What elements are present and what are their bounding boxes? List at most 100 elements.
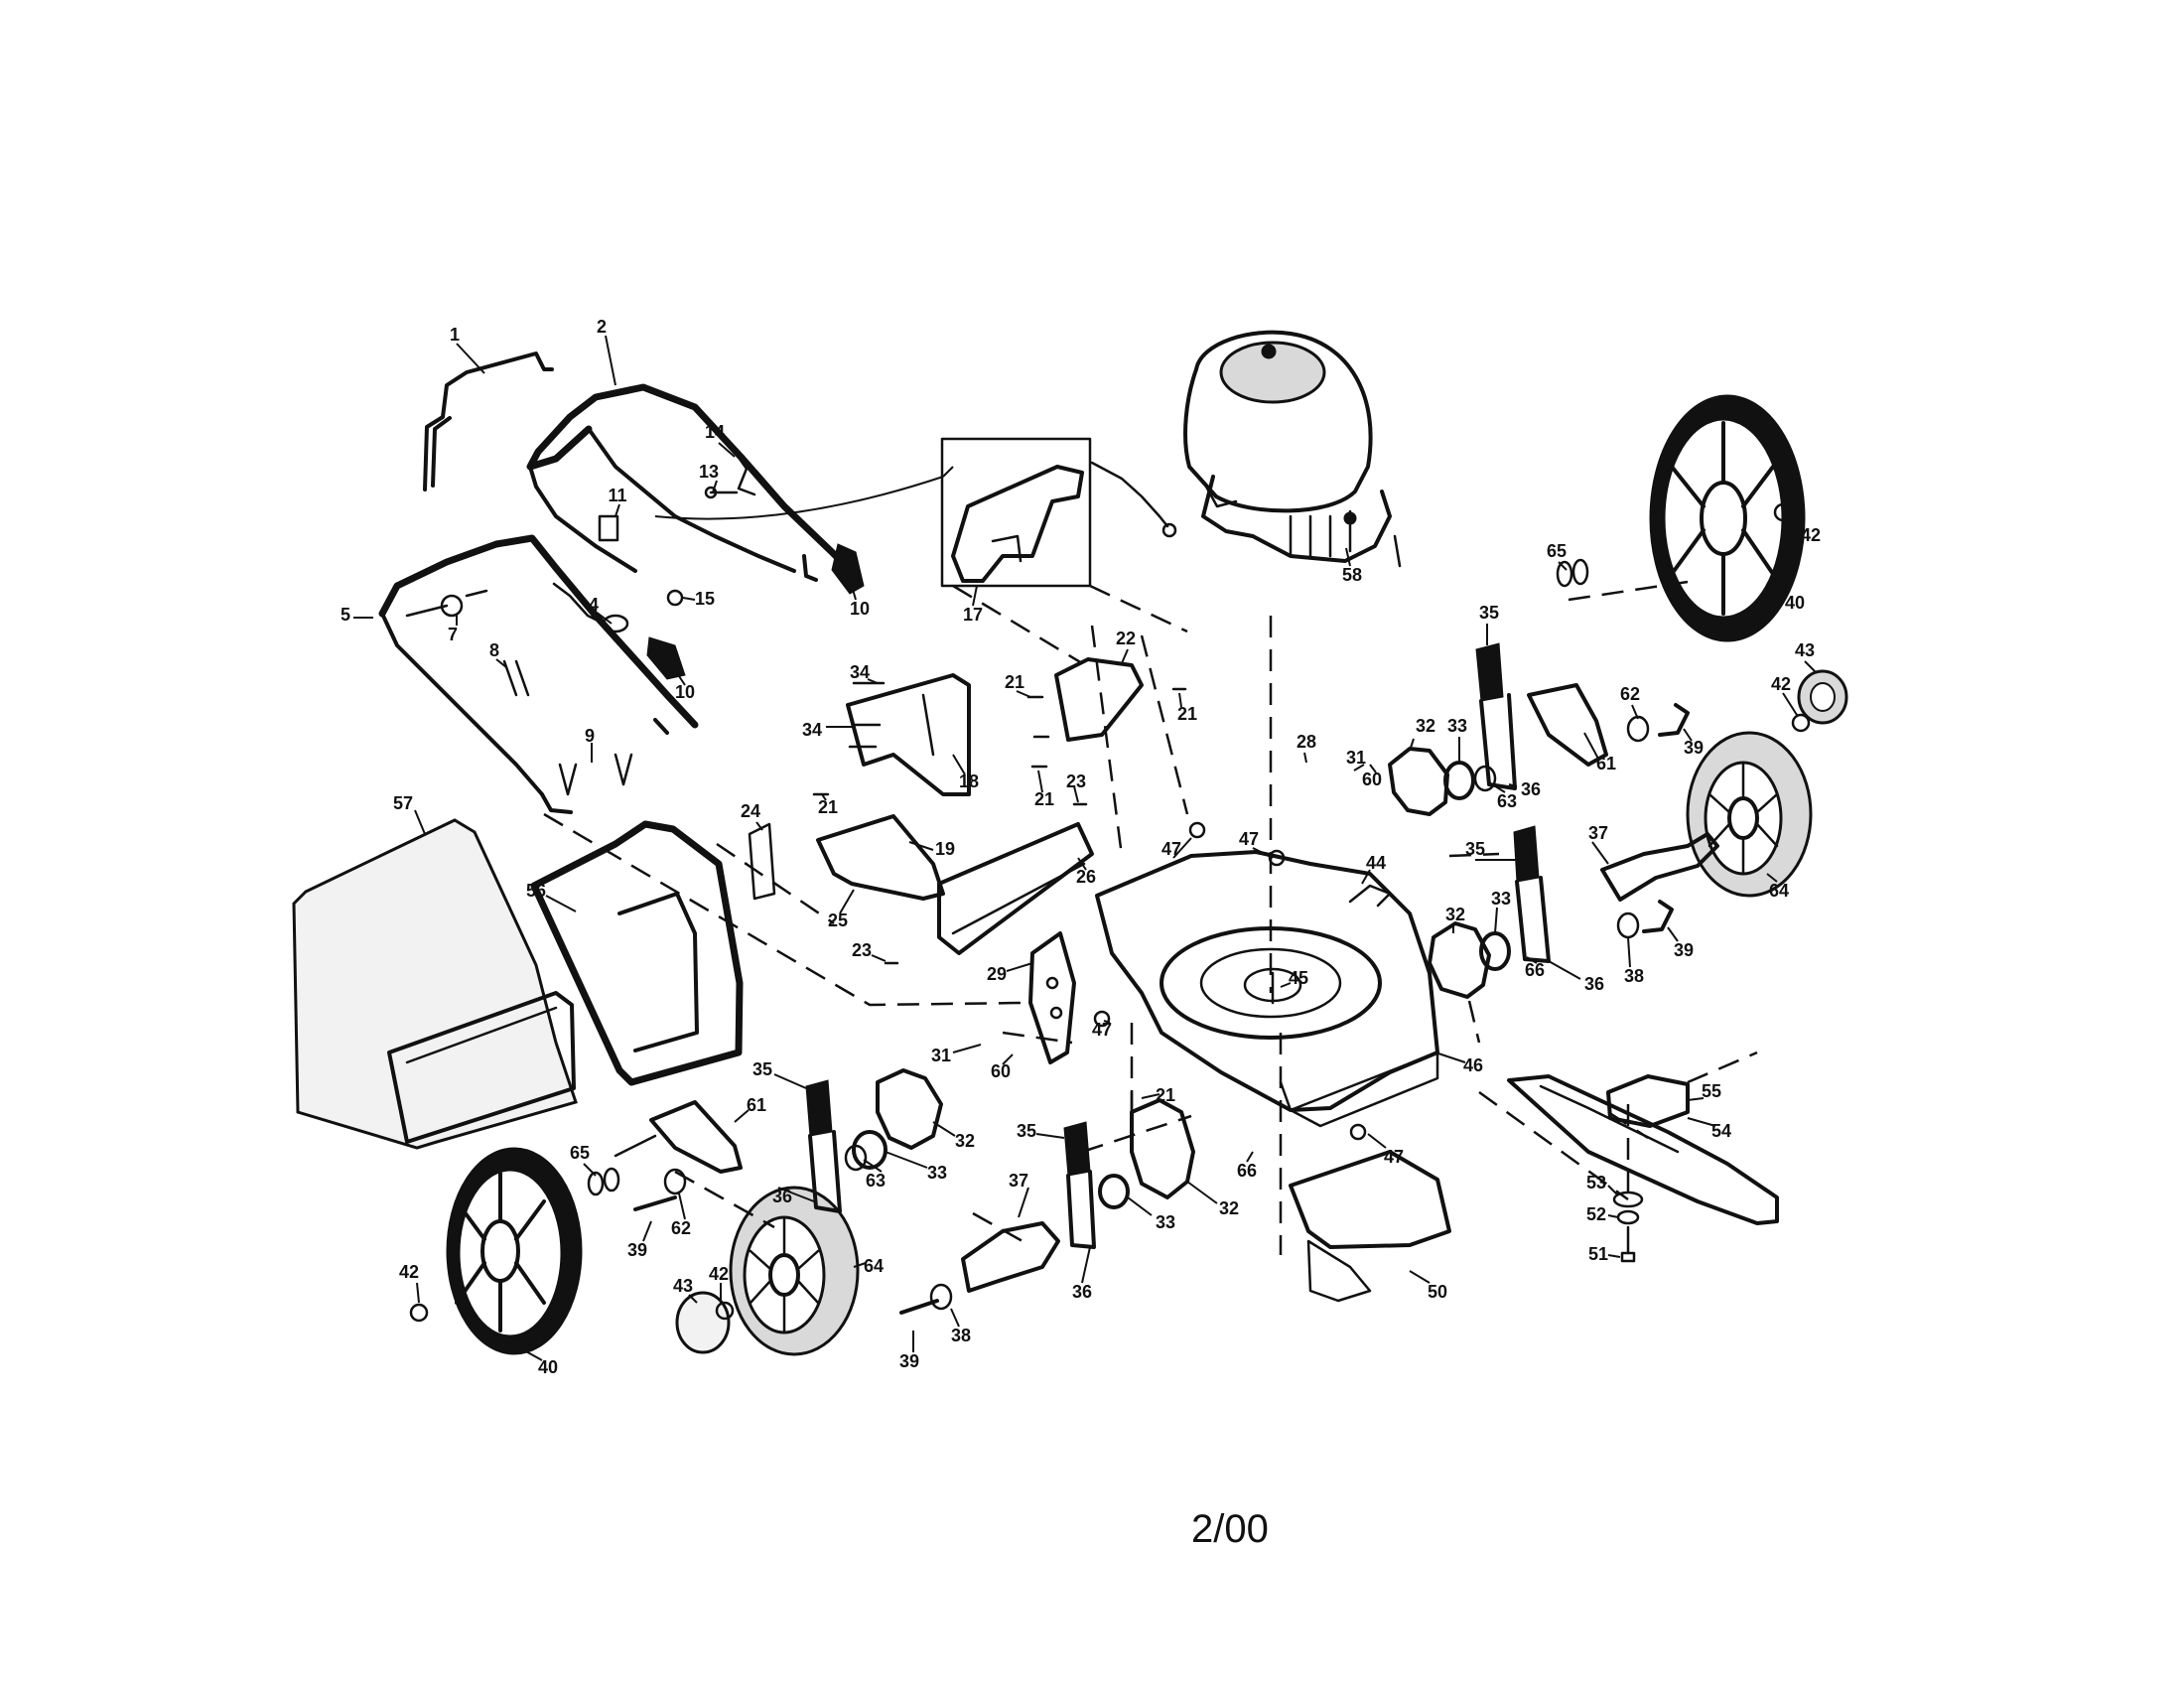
callout-23-a: 23	[1066, 772, 1086, 791]
blade-adapter-part-55	[1606, 1074, 1690, 1128]
callout-64-a: 64	[1769, 881, 1789, 901]
callout-60-b: 60	[991, 1061, 1011, 1081]
control-panel-box	[940, 437, 1092, 588]
bracket-part-11	[598, 514, 619, 542]
height-lever-rear-right	[1475, 642, 1517, 790]
handle-knob-part-10b	[646, 636, 686, 680]
callout-36-b: 36	[1584, 974, 1604, 994]
spacer-part-33-set	[852, 761, 1511, 1209]
gear-plate-part-32-a	[1388, 747, 1449, 816]
callout-labels: 1 2 4 5 7 8 9 10 10 11 13 14 15 17 18 19…	[341, 317, 1821, 1377]
callout-1: 1	[450, 325, 460, 345]
axle-bracket-part-61-right	[1527, 683, 1608, 767]
callout-2: 2	[597, 317, 607, 337]
engine	[1183, 330, 1402, 568]
callout-9: 9	[585, 726, 595, 746]
callout-13: 13	[699, 462, 719, 482]
callout-21-e: 21	[1156, 1085, 1175, 1105]
upper-handle	[526, 383, 855, 582]
axle-bracket-part-61-left	[614, 1100, 743, 1174]
bag-frame	[530, 820, 744, 1086]
front-wheel-right	[1686, 731, 1813, 898]
discharge-chute-part-50	[1289, 1150, 1451, 1303]
grass-bag	[292, 818, 578, 1150]
callout-39-b: 39	[1674, 940, 1694, 960]
lower-handle	[378, 534, 699, 814]
callout-34-b: 34	[802, 720, 822, 740]
callout-46: 46	[1463, 1055, 1483, 1075]
bracket-part-25	[816, 814, 945, 901]
callout-63-a: 63	[1497, 791, 1517, 811]
callout-37-b: 37	[1009, 1171, 1028, 1191]
callout-64-b: 64	[864, 1256, 884, 1276]
callout-42-a: 42	[1801, 525, 1821, 545]
callout-32-d: 32	[1219, 1198, 1239, 1218]
callout-21-c: 21	[1034, 789, 1054, 809]
callout-56: 56	[526, 881, 546, 901]
cable-loop-part-4	[552, 582, 629, 633]
callout-8: 8	[489, 640, 499, 660]
axle-part-37-right	[1600, 832, 1719, 902]
bolt-part-39-set	[633, 703, 1690, 1315]
bolt-part-8	[502, 659, 530, 697]
gear-plate-part-32-c	[876, 1068, 943, 1150]
callout-7: 7	[448, 625, 458, 644]
callout-47-c: 47	[1092, 1020, 1112, 1040]
callout-42-b: 42	[1771, 674, 1791, 694]
callout-45: 45	[1289, 968, 1308, 988]
callout-54: 54	[1711, 1121, 1731, 1141]
blade-part-54	[1507, 1074, 1779, 1225]
height-lever-front-right	[1513, 825, 1551, 963]
callout-19: 19	[935, 839, 955, 859]
callout-33-a: 33	[1447, 716, 1467, 736]
nut-part-15	[666, 589, 684, 607]
assembly-lines	[543, 580, 1758, 1255]
callout-66-b: 66	[1237, 1161, 1257, 1181]
callout-47-a: 47	[1161, 839, 1181, 859]
callout-10-upper: 10	[850, 599, 870, 619]
callout-35-b: 35	[1465, 839, 1485, 859]
gear-plate-part-32-b	[1428, 921, 1491, 999]
callout-39-d: 39	[899, 1351, 919, 1371]
clip-part-14	[733, 450, 756, 496]
knob-part-7	[405, 589, 488, 618]
callout-36-d: 36	[1072, 1282, 1092, 1302]
bolt-part-51	[1620, 1225, 1636, 1263]
callout-31-b: 31	[931, 1046, 951, 1065]
gear-plate-part-32-d	[1130, 1098, 1195, 1199]
callout-50: 50	[1428, 1282, 1447, 1302]
cable-control	[654, 466, 954, 520]
callout-26: 26	[1076, 867, 1096, 887]
handle-knob-part-10a	[831, 543, 865, 595]
callout-43-right: 43	[1795, 640, 1815, 660]
callout-14: 14	[705, 422, 725, 442]
callout-60-a: 60	[1362, 770, 1382, 789]
callout-33-c: 33	[927, 1163, 947, 1183]
callout-33-b: 33	[1491, 889, 1511, 909]
callout-21-b: 21	[1177, 704, 1197, 724]
callout-61-b: 61	[747, 1095, 766, 1115]
deck-skirt-part-46	[1289, 1051, 1439, 1128]
screw-part-23-set	[884, 802, 1088, 965]
pin-part-34-set	[848, 681, 886, 749]
screw-part-13	[704, 486, 739, 499]
bolt-part-21-set	[812, 687, 1187, 1118]
washer-part-65-set	[587, 558, 1589, 1196]
callout-25: 25	[828, 911, 848, 930]
clip-part-9	[558, 753, 633, 796]
callout-22: 22	[1116, 629, 1136, 648]
callout-42-d: 42	[399, 1262, 419, 1282]
callout-53: 53	[1586, 1173, 1606, 1193]
bolt-part-47-set	[1093, 821, 1367, 1141]
callout-38-a: 38	[1624, 966, 1644, 986]
leader-lines	[353, 335, 1818, 1361]
rear-wheel-right	[1649, 394, 1806, 642]
bracket-part-24	[748, 822, 776, 901]
callout-40-right: 40	[1785, 593, 1805, 613]
callout-62-a: 62	[1620, 684, 1640, 704]
bracket-part-18	[846, 673, 971, 796]
callout-44: 44	[1366, 853, 1386, 873]
callout-63-b: 63	[866, 1171, 886, 1191]
callout-18: 18	[959, 772, 979, 791]
callout-31-a: 31	[1346, 748, 1366, 768]
